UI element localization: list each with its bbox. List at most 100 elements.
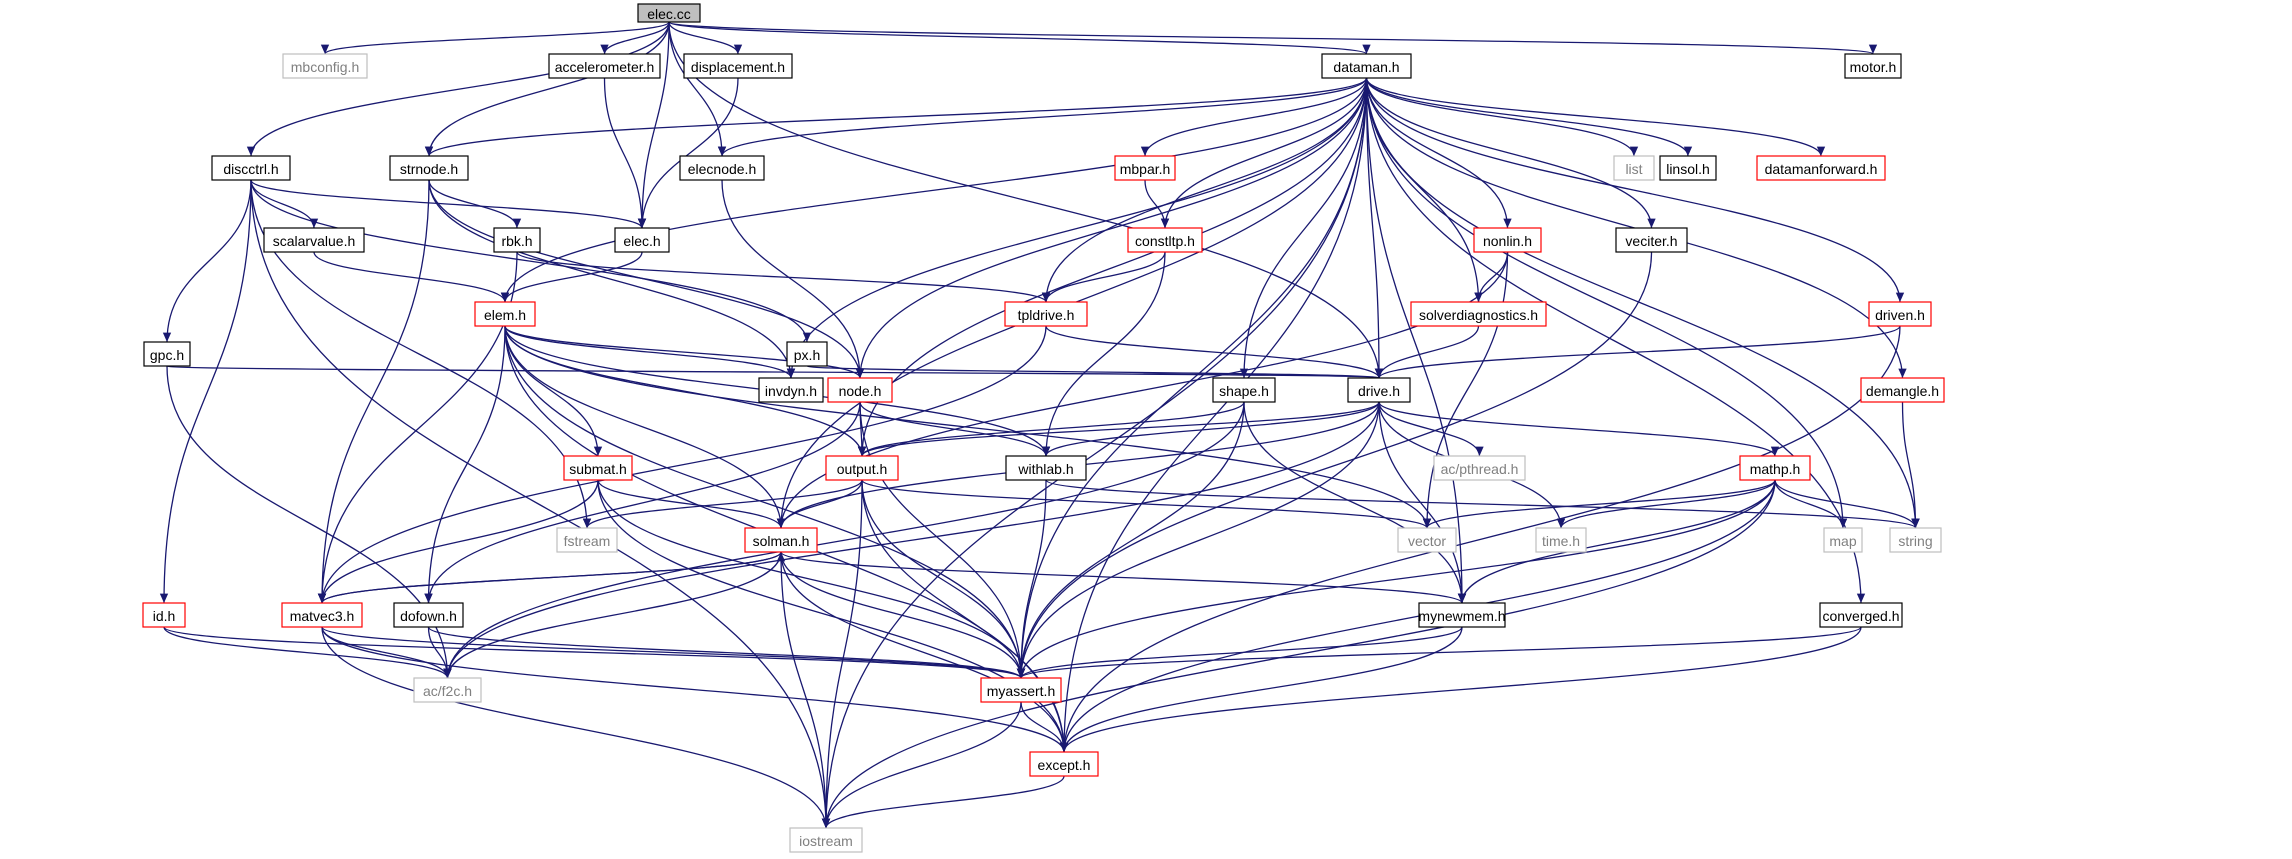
node-linsol-h[interactable]: linsol.h bbox=[1659, 155, 1717, 181]
node-discctrl-h[interactable]: discctrl.h bbox=[211, 155, 291, 181]
node-output-h[interactable]: output.h bbox=[825, 455, 899, 481]
node-invdyn-h[interactable]: invdyn.h bbox=[758, 377, 824, 403]
node-label: shape.h bbox=[1219, 383, 1269, 399]
node-datamanforward-h[interactable]: datamanforward.h bbox=[1756, 155, 1886, 181]
edge-accelerometer-h-to-elec-h bbox=[603, 77, 647, 229]
node-label: map bbox=[1829, 533, 1856, 549]
edge-withlab-h-to-string bbox=[1045, 479, 1920, 529]
node-time-h[interactable]: time.h bbox=[1535, 527, 1587, 553]
node-displacement-h[interactable]: displacement.h bbox=[683, 53, 793, 79]
node-label: solverdiagnostics.h bbox=[1419, 307, 1538, 323]
node-solman-h[interactable]: solman.h bbox=[744, 527, 818, 553]
node-elecnode-h[interactable]: elecnode.h bbox=[679, 155, 765, 181]
node-dataman-h[interactable]: dataman.h bbox=[1321, 53, 1412, 79]
edge-constltp-h-to-tpldrive-h bbox=[1041, 251, 1166, 303]
node-strnode-h[interactable]: strnode.h bbox=[389, 155, 469, 181]
node-mbconfig-h[interactable]: mbconfig.h bbox=[282, 53, 368, 79]
node-ac-f2c-h[interactable]: ac/f2c.h bbox=[413, 677, 482, 703]
node-constltp-h[interactable]: constltp.h bbox=[1127, 227, 1203, 253]
node-label: vector bbox=[1408, 533, 1446, 549]
edge-tpldrive-h-to-matvec3-h bbox=[317, 325, 1047, 604]
edge-dataman-h-to-mbpar-h bbox=[1140, 77, 1368, 157]
node-matvec3-h[interactable]: matvec3.h bbox=[281, 602, 363, 628]
edge-dataman-h-to-strnode-h bbox=[425, 77, 1368, 157]
node-label: dofown.h bbox=[400, 608, 457, 624]
edge-dataman-h-to-nonlin-h bbox=[1365, 77, 1512, 229]
edge-elec-cc-to-drive-h bbox=[668, 21, 1384, 379]
node-demangle-h[interactable]: demangle.h bbox=[1860, 377, 1945, 403]
node-ac-pthread-h[interactable]: ac/pthread.h bbox=[1433, 455, 1526, 481]
node-tpldrive-h[interactable]: tpldrive.h bbox=[1004, 301, 1088, 327]
node-fstream[interactable]: fstream bbox=[556, 527, 618, 553]
edge-dataman-h-to-elem-h bbox=[500, 77, 1368, 303]
edge-strnode-h-to-invdyn-h bbox=[428, 179, 796, 379]
node-string[interactable]: string bbox=[1889, 527, 1942, 553]
node-veciter-h[interactable]: veciter.h bbox=[1615, 227, 1688, 253]
edge-matvec3-h-to-myassert-h bbox=[321, 626, 1025, 679]
node-solverdiagnostics-h[interactable]: solverdiagnostics.h bbox=[1410, 301, 1547, 327]
edge-node-h-to-dofown-h bbox=[424, 401, 861, 604]
node-myassert-h[interactable]: myassert.h bbox=[980, 677, 1062, 703]
node-elec-cc[interactable]: elec.cc bbox=[637, 3, 701, 23]
node-converged-h[interactable]: converged.h bbox=[1819, 602, 1903, 628]
edge-dataman-h-to-list bbox=[1365, 77, 1639, 157]
node-vector[interactable]: vector bbox=[1397, 527, 1457, 553]
node-elec-h[interactable]: elec.h bbox=[614, 227, 670, 253]
edge-mathp-h-to-string bbox=[1774, 479, 1920, 529]
node-label: id.h bbox=[153, 608, 176, 624]
edge-dataman-h-to-except-h bbox=[1059, 77, 1368, 753]
node-elem-h[interactable]: elem.h bbox=[474, 301, 536, 327]
node-mynewmem-h[interactable]: mynewmem.h bbox=[1418, 602, 1506, 628]
node-accelerometer-h[interactable]: accelerometer.h bbox=[548, 53, 661, 79]
edge-dataman-h-to-node-h bbox=[855, 77, 1368, 379]
node-label: output.h bbox=[837, 461, 888, 477]
edge-dataman-h-to-mynewmem-h bbox=[1365, 77, 1467, 604]
edge-mathp-h-to-myassert-h bbox=[1016, 479, 1776, 679]
node-label: fstream bbox=[564, 533, 611, 549]
node-list[interactable]: list bbox=[1613, 155, 1655, 181]
edge-submat-h-to-solman-h bbox=[597, 479, 786, 529]
node-motor-h[interactable]: motor.h bbox=[1844, 53, 1902, 79]
node-iostream[interactable]: iostream bbox=[789, 827, 863, 853]
node-map[interactable]: map bbox=[1823, 527, 1863, 553]
edge-discctrl-h-to-elec-h bbox=[250, 179, 647, 229]
node-rbk-h[interactable]: rbk.h bbox=[493, 227, 541, 253]
edge-mynewmem-h-to-myassert-h bbox=[1017, 626, 1463, 679]
edge-elec-cc-to-displacement-h bbox=[668, 21, 743, 55]
edge-dataman-h-to-string bbox=[1365, 77, 1920, 529]
edge-elec-cc-to-elec-h bbox=[637, 21, 670, 229]
edge-shape-h-to-ac-f2c-h bbox=[443, 401, 1245, 679]
node-mathp-h[interactable]: mathp.h bbox=[1739, 455, 1811, 481]
node-label: mathp.h bbox=[1750, 461, 1801, 477]
edge-displacement-h-to-elec-h bbox=[637, 77, 739, 229]
edge-elec-cc-to-accelerometer-h bbox=[600, 21, 670, 55]
node-node-h[interactable]: node.h bbox=[827, 377, 893, 403]
node-label: motor.h bbox=[1850, 59, 1897, 75]
node-dofown-h[interactable]: dofown.h bbox=[393, 602, 464, 628]
node-px-h[interactable]: px.h bbox=[786, 341, 828, 367]
node-shape-h[interactable]: shape.h bbox=[1212, 377, 1276, 403]
node-label: tpldrive.h bbox=[1018, 307, 1075, 323]
edge-submat-h-to-except-h bbox=[597, 479, 1069, 753]
edge-rbk-h-to-tpldrive-h bbox=[516, 251, 1050, 303]
node-driven-h[interactable]: driven.h bbox=[1868, 301, 1932, 327]
edge-dataman-h-to-converged-h bbox=[1365, 77, 1866, 604]
edge-px-h-to-drive-h bbox=[806, 365, 1383, 379]
node-mbpar-h[interactable]: mbpar.h bbox=[1114, 155, 1176, 181]
node-scalarvalue-h[interactable]: scalarvalue.h bbox=[263, 227, 365, 253]
node-except-h[interactable]: except.h bbox=[1029, 751, 1099, 777]
nodes: elec.cc mbconfig.h accelerometer.h displ… bbox=[142, 3, 1945, 853]
edge-discctrl-h-to-gpc-h bbox=[162, 179, 252, 343]
node-drive-h[interactable]: drive.h bbox=[1347, 377, 1411, 403]
edge-converged-h-to-myassert-h bbox=[1017, 626, 1862, 679]
node-id-h[interactable]: id.h bbox=[142, 602, 186, 628]
node-withlab-h[interactable]: withlab.h bbox=[1005, 455, 1087, 481]
node-nonlin-h[interactable]: nonlin.h bbox=[1473, 227, 1542, 253]
edge-discctrl-h-to-scalarvalue-h bbox=[250, 179, 319, 229]
node-label: demangle.h bbox=[1866, 383, 1939, 399]
node-gpc-h[interactable]: gpc.h bbox=[143, 341, 191, 367]
edge-myassert-h-to-except-h bbox=[1020, 701, 1069, 753]
node-label: elec.cc bbox=[647, 6, 691, 22]
edge-output-h-to-fstream bbox=[582, 479, 863, 529]
node-submat-h[interactable]: submat.h bbox=[563, 455, 633, 481]
